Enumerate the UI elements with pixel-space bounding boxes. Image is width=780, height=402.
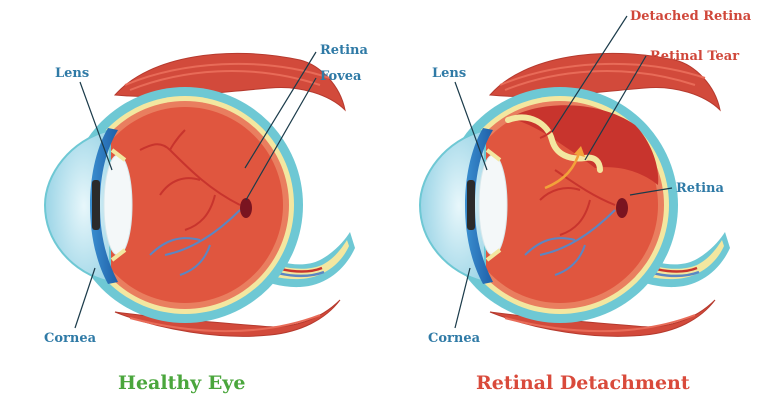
label-detached-retina: Detached Retina xyxy=(630,9,752,24)
leader-cornea-right xyxy=(454,267,471,329)
label-cornea-right: Cornea xyxy=(428,331,481,346)
leader-lens-right xyxy=(454,81,488,171)
pupil xyxy=(92,180,100,230)
leader-lens-left xyxy=(79,81,113,171)
detached-labels: Lens Cornea Detached Retina Retinal Tear… xyxy=(428,9,752,394)
leader-retinal-tear xyxy=(584,55,647,161)
lens xyxy=(103,154,133,256)
label-retinal-tear: Retinal Tear xyxy=(650,49,739,64)
label-retina-right: Retina xyxy=(676,181,724,196)
label-lens-right: Lens xyxy=(432,66,466,81)
leader-retina-right xyxy=(629,187,673,196)
healthy-eye xyxy=(43,52,355,337)
fovea-spot-right xyxy=(616,198,628,218)
vitreous-body xyxy=(87,107,283,303)
pupil-right xyxy=(467,180,475,230)
lens-right xyxy=(478,154,508,256)
lower-muscle-fibers xyxy=(129,314,321,333)
leader-detached-retina xyxy=(551,15,628,133)
caption-healthy: Healthy Eye xyxy=(118,372,245,394)
fovea-spot xyxy=(240,198,252,218)
detached-eye xyxy=(418,52,730,337)
label-cornea-left: Cornea xyxy=(44,331,97,346)
label-retina-left: Retina xyxy=(320,43,368,58)
iris xyxy=(90,128,118,284)
label-fovea-left: Fovea xyxy=(320,69,362,84)
iris-right xyxy=(465,128,493,284)
detached-retina-membrane xyxy=(505,114,603,173)
caption-detachment: Retinal Detachment xyxy=(476,372,690,394)
healthy-labels: Lens Cornea Retina Fovea Healthy Eye xyxy=(44,43,368,394)
leader-retina-left xyxy=(244,51,317,169)
label-lens-left: Lens xyxy=(55,66,89,81)
blood-vessels xyxy=(139,129,241,276)
leader-fovea-left xyxy=(245,77,317,201)
leader-cornea-left xyxy=(74,267,96,329)
